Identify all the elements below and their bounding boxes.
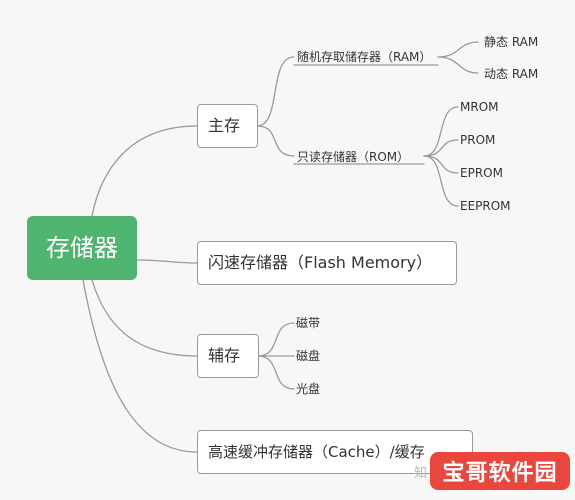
edge-aux-tape: [257, 322, 295, 357]
ram-label: 随机存取储存器（RAM）: [297, 50, 432, 64]
rom-label: 只读存储器（ROM）: [297, 150, 410, 164]
edge-rom-eeprom: [423, 155, 459, 207]
root-node: 存储器: [27, 216, 137, 280]
disk-label: 磁盘: [296, 349, 321, 363]
dynamic-ram-label: 动态 RAM: [484, 67, 539, 81]
edge-main-rom: [256, 125, 295, 157]
edge-ram-static: [437, 41, 479, 58]
cache-node: 高速缓冲存储器（Cache）/缓存: [197, 430, 473, 474]
flash-memory-node: 闪速存储器（Flash Memory）: [197, 241, 457, 285]
edge-rom-eprom: [423, 155, 459, 174]
edge-root-cache: [82, 279, 198, 453]
edge-main-ram: [256, 56, 295, 127]
edge-root-flash: [136, 259, 198, 264]
tape-label: 磁带: [296, 316, 321, 330]
eprom-label: EPROM: [460, 166, 503, 180]
edge-ram-dynamic: [437, 56, 479, 74]
edge-root-main-memory: [91, 125, 198, 217]
edge-rom-prom: [423, 139, 459, 157]
watermark-prefix: 知: [414, 466, 428, 481]
optical-disk-label: 光盘: [296, 382, 321, 396]
prom-label: PROM: [460, 133, 496, 147]
eeprom-label: EEPROM: [460, 199, 511, 213]
aux-memory-node: 辅存: [197, 334, 259, 378]
edge-rom-mrom: [423, 106, 459, 157]
static-ram-label: 静态 RAM: [484, 35, 539, 49]
main-memory-node: 主存: [197, 104, 258, 148]
edge-aux-optical: [257, 355, 295, 390]
watermark-logo: 宝哥软件园: [430, 452, 570, 490]
edge-root-aux-memory: [91, 279, 198, 357]
mrom-label: MROM: [460, 100, 499, 114]
